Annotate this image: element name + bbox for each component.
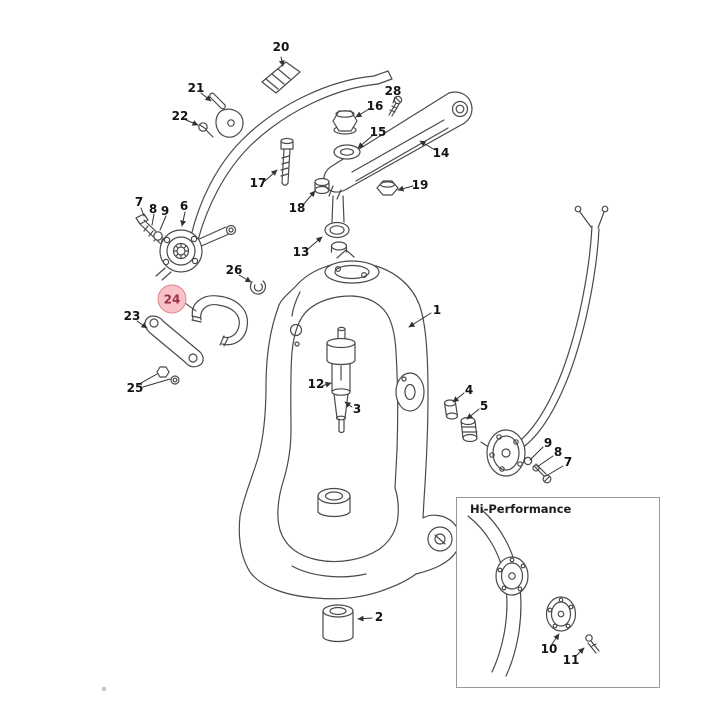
bushing-4-5-drawing xyxy=(443,399,478,443)
throttle-cable-drawing xyxy=(515,205,609,449)
nut-19-drawing xyxy=(376,180,399,196)
screw-28-drawing xyxy=(388,95,403,117)
link-23-drawing xyxy=(144,315,204,368)
spacer-18-drawing xyxy=(314,177,330,195)
leader-lines xyxy=(136,56,585,657)
inset-box xyxy=(456,497,660,688)
cable-clamp-20-drawing xyxy=(261,61,301,94)
ring-13-drawing xyxy=(324,195,350,253)
cable-end-plate-drawing xyxy=(480,429,552,484)
washer-15-drawing xyxy=(333,144,361,160)
nut-25-drawing xyxy=(156,366,180,385)
inset-screw-11-drawing xyxy=(585,634,600,654)
clip-26-drawing xyxy=(249,280,267,295)
bracket-21-22-drawing xyxy=(198,92,244,138)
bushing-2-drawing xyxy=(322,604,354,643)
shaft-3-12-drawing xyxy=(326,326,356,434)
gimbal-ring-1-drawing xyxy=(238,249,461,600)
stray-dot xyxy=(101,686,107,692)
steering-lever-6-drawing xyxy=(155,224,237,281)
ubolt-24-drawing xyxy=(191,295,249,347)
steering-arm-14-drawing xyxy=(323,91,473,200)
inset-plate-10-drawing xyxy=(545,596,577,632)
nut-16-drawing xyxy=(332,110,358,135)
inset-ring-drawing xyxy=(467,509,529,677)
bolt-17-drawing xyxy=(280,137,294,186)
inset-title: Hi-Performance xyxy=(470,502,572,516)
